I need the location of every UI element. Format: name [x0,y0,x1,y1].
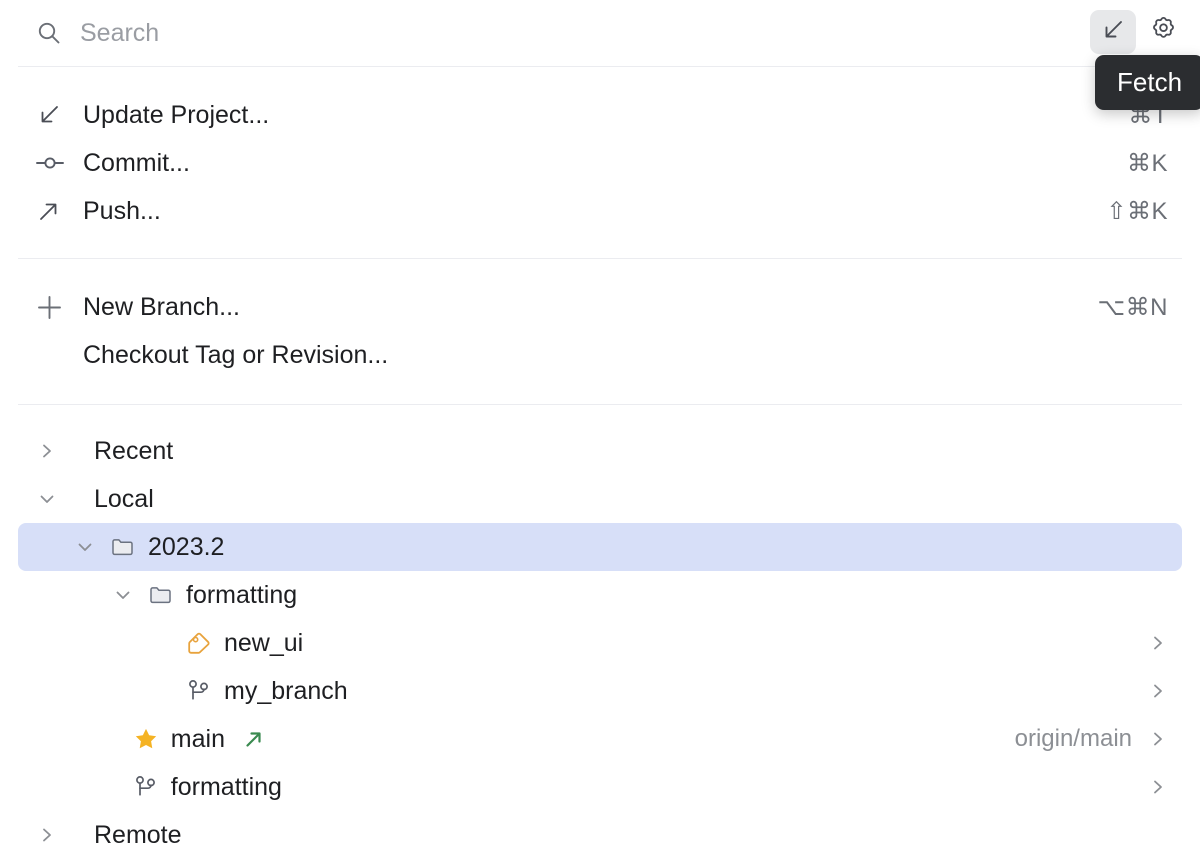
tree-row-label: new_ui [224,628,304,657]
outgoing-commits-icon [243,728,265,750]
search-icon [36,20,62,46]
branch-icon [184,678,214,704]
tree-row-remote[interactable]: Remote [18,811,1182,859]
branch-icon [131,774,161,800]
row-chevron-right-icon[interactable] [1148,633,1168,653]
tree-row-label: formatting [186,580,298,609]
tree-row-trailing [1148,681,1168,701]
tree-row-folder-formatting[interactable]: formatting [18,571,1182,619]
menu-item-commit[interactable]: Commit... ⌘K [18,139,1182,187]
chevron-down-icon[interactable] [34,486,60,512]
arrow-down-left-icon [1100,17,1126,48]
fetch-tooltip: Fetch [1095,55,1200,110]
search-input[interactable] [80,18,900,48]
search-row [0,0,1200,66]
menu-item-label: Commit... [83,148,190,177]
tree-row-recent[interactable]: Recent [18,427,1182,475]
star-icon [131,726,161,752]
no-icon [60,486,90,512]
menu-item-update-project[interactable]: Update Project... ⌘T [18,91,1182,139]
chevron-right-icon[interactable] [34,438,60,464]
top-actions [1090,10,1186,54]
menu-item-label: Checkout Tag or Revision... [83,340,389,369]
folder-icon [108,534,138,560]
tree-row-label: formatting [170,772,282,801]
tree-row-label: Remote [94,820,182,849]
menu-item-new-branch[interactable]: New Branch... ⌥⌘N [18,283,1182,331]
tree-row-branch-main[interactable]: main origin/main [18,715,1182,763]
row-chevron-right-icon[interactable] [1148,729,1168,749]
menu-item-label: New Branch... [83,292,241,321]
tree-row-label: Local [94,484,154,513]
tree-row-label: 2023.2 [148,532,225,561]
tracking-branch-label: origin/main [1014,725,1132,752]
tree-row-trailing: origin/main [1015,725,1168,753]
arrow-down-left-icon [36,102,74,128]
commit-node-icon [36,150,74,176]
tree-row-branch-my-branch[interactable]: my_branch [18,667,1182,715]
tree-row-label: my_branch [224,676,348,705]
chevron-down-icon[interactable] [72,534,98,560]
arrow-up-right-icon [36,198,74,224]
twisty-placeholder [95,774,121,800]
menu-item-shortcut: ⇧⌘K [1106,197,1168,225]
no-icon [60,438,90,464]
tree-row-folder-2023-2[interactable]: 2023.2 [18,523,1182,571]
folder-icon [146,582,176,608]
tree-row-tag-new-ui[interactable]: new_ui [18,619,1182,667]
menu-item-label: Update Project... [83,100,270,129]
settings-button[interactable] [1140,10,1186,54]
menu-item-shortcut: ⌘K [1126,149,1168,177]
menu-item-push[interactable]: Push... ⇧⌘K [18,187,1182,235]
separator-2 [18,258,1182,259]
tree-row-trailing [1148,777,1168,797]
tree-row-trailing [1148,633,1168,653]
twisty-placeholder [148,678,174,704]
chevron-right-icon[interactable] [34,822,60,848]
tree-row-branch-formatting[interactable]: formatting [18,763,1182,811]
row-chevron-right-icon[interactable] [1148,681,1168,701]
tree-row-label: Recent [94,436,174,465]
tree-row-label: main [170,724,225,753]
tree-row-local[interactable]: Local [18,475,1182,523]
menu-item-shortcut: ⌥⌘N [1097,293,1168,321]
no-icon [60,822,90,848]
gear-icon [1150,16,1177,48]
row-chevron-right-icon[interactable] [1148,777,1168,797]
chevron-down-icon[interactable] [110,582,136,608]
fetch-button[interactable] [1090,10,1136,54]
plus-icon [36,294,74,321]
separator-3 [18,404,1182,405]
separator-1 [18,66,1182,67]
menu-item-label: Push... [83,196,161,225]
twisty-placeholder [95,726,121,752]
menu-item-checkout-tag-or-revision[interactable]: Checkout Tag or Revision... [18,331,1182,379]
twisty-placeholder [148,630,174,656]
tag-icon [184,630,214,656]
